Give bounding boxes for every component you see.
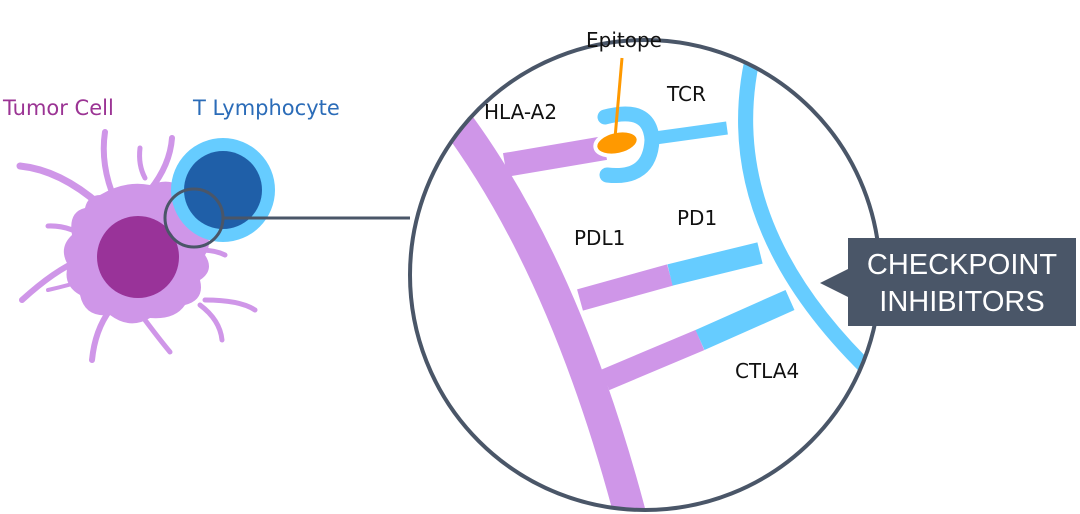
tumor-cell-nucleus <box>97 216 179 298</box>
t-lymphocyte-nucleus <box>184 151 262 229</box>
tcr-label: TCR <box>666 82 706 106</box>
hla-a2-label: HLA-A2 <box>484 100 557 124</box>
zoomed-synapse-view <box>408 38 882 512</box>
pdl1-label: PDL1 <box>574 226 625 250</box>
ctla4-receptor <box>695 289 795 351</box>
t-lymphocyte <box>171 138 275 242</box>
callout-arrow <box>820 268 850 298</box>
callout-line-1: CHECKPOINT <box>867 249 1057 281</box>
tcr-binding-cup <box>597 106 660 184</box>
pdl1-receptor <box>577 264 673 311</box>
pd1-label: PD1 <box>677 206 717 230</box>
tumor-cell <box>16 129 258 363</box>
pd1-receptor <box>667 242 763 286</box>
t-lymphocyte-label: T Lymphocyte <box>192 96 340 120</box>
tcr-receptor <box>654 121 728 145</box>
epitope-label: Epitope <box>586 28 662 52</box>
tumor-cell-label: Tumor Cell <box>2 96 114 120</box>
magnifier-small-circle <box>163 187 225 249</box>
ctla4-label: CTLA4 <box>735 359 799 383</box>
checkpoint-inhibitors-callout: CHECKPOINT INHIBITORS <box>820 238 1076 326</box>
tumor-membrane-strip <box>427 90 646 510</box>
epitope-pointer-line <box>613 57 624 139</box>
hla-a2-receptor <box>502 136 608 177</box>
b7-ligand <box>600 329 705 391</box>
t-cell-membrane-strip <box>738 40 880 396</box>
callout-line-2: INHIBITORS <box>879 286 1044 318</box>
callout-box <box>848 238 1076 326</box>
